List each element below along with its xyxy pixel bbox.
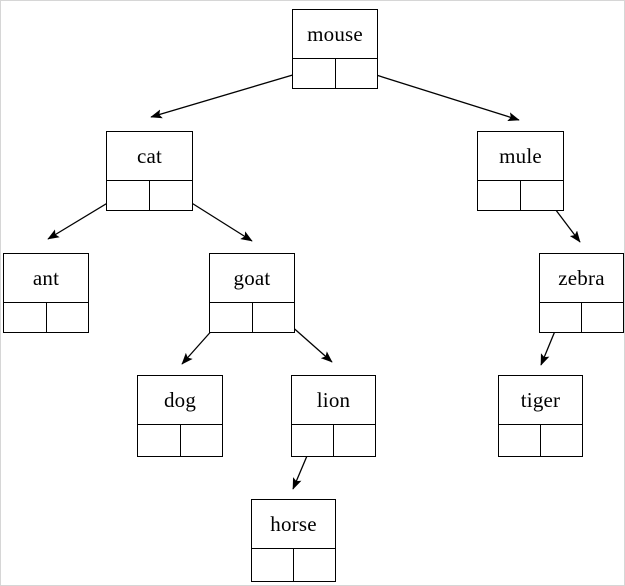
node-label-horse: horse <box>252 500 335 549</box>
arrow-mouse-left-cat <box>150 68 314 119</box>
tree-node-lion[interactable]: lion <box>291 375 376 457</box>
node-label-zebra: zebra <box>540 254 623 303</box>
right-pointer-cell-tiger[interactable] <box>541 425 582 456</box>
node-pointers-goat <box>210 303 294 332</box>
node-label-goat: goat <box>210 254 294 303</box>
right-pointer-cell-goat[interactable] <box>252 303 294 332</box>
tree-node-tiger[interactable]: tiger <box>498 375 583 457</box>
node-pointers-lion <box>292 425 375 456</box>
node-pointers-tiger <box>499 425 582 456</box>
left-pointer-cell-lion[interactable] <box>292 425 334 456</box>
node-label-mouse: mouse <box>293 10 377 59</box>
left-pointer-cell-zebra[interactable] <box>540 303 582 332</box>
right-pointer-cell-cat[interactable] <box>150 181 192 210</box>
left-pointer-cell-cat[interactable] <box>107 181 150 210</box>
right-pointer-cell-dog[interactable] <box>180 425 222 456</box>
node-pointers-mouse <box>293 59 377 88</box>
arrow-mouse-right-mule <box>353 67 520 122</box>
tree-node-horse[interactable]: horse <box>251 499 336 582</box>
tree-node-mule[interactable]: mule <box>477 131 564 211</box>
node-pointers-mule <box>478 181 563 210</box>
left-pointer-cell-dog[interactable] <box>138 425 181 456</box>
tree-node-mouse[interactable]: mouse <box>292 9 378 89</box>
right-pointer-cell-mule[interactable] <box>521 181 563 210</box>
left-pointer-cell-ant[interactable] <box>4 303 47 332</box>
left-pointer-cell-horse[interactable] <box>252 549 294 581</box>
node-label-lion: lion <box>292 376 375 425</box>
tree-node-dog[interactable]: dog <box>137 375 223 457</box>
node-label-dog: dog <box>138 376 222 425</box>
node-label-tiger: tiger <box>499 376 582 425</box>
node-pointers-dog <box>138 425 222 456</box>
left-pointer-cell-mouse[interactable] <box>293 59 336 88</box>
tree-node-zebra[interactable]: zebra <box>539 253 624 333</box>
right-pointer-cell-ant[interactable] <box>46 303 88 332</box>
tree-node-ant[interactable]: ant <box>3 253 89 333</box>
right-pointer-cell-lion[interactable] <box>334 425 375 456</box>
node-pointers-zebra <box>540 303 623 332</box>
node-label-mule: mule <box>478 132 563 181</box>
left-pointer-cell-tiger[interactable] <box>499 425 541 456</box>
node-pointers-cat <box>107 181 192 210</box>
right-pointer-cell-horse[interactable] <box>294 549 335 581</box>
tree-node-goat[interactable]: goat <box>209 253 295 333</box>
left-pointer-cell-goat[interactable] <box>210 303 253 332</box>
right-pointer-cell-zebra[interactable] <box>582 303 623 332</box>
left-pointer-cell-mule[interactable] <box>478 181 521 210</box>
node-label-ant: ant <box>4 254 88 303</box>
node-pointers-ant <box>4 303 88 332</box>
tree-node-cat[interactable]: cat <box>106 131 193 211</box>
right-pointer-cell-mouse[interactable] <box>335 59 377 88</box>
node-label-cat: cat <box>107 132 192 181</box>
node-pointers-horse <box>252 549 335 581</box>
